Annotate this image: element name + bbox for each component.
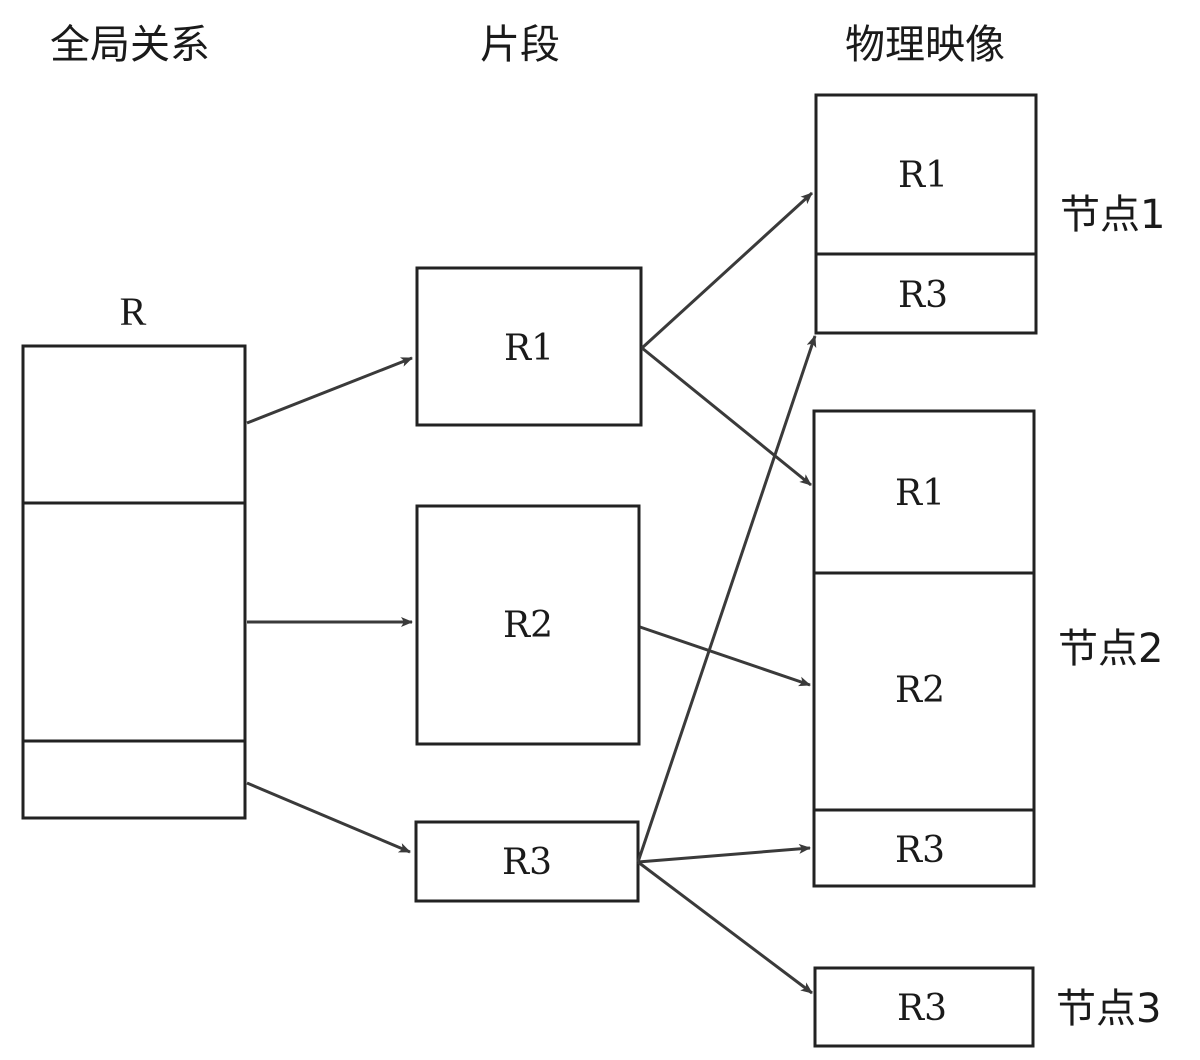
node-2-fragment-r3: R3 — [895, 830, 945, 871]
fragment-r2-label: R2 — [503, 605, 553, 646]
arrow-r1-to-node1 — [640, 191, 814, 350]
node-2-box — [812, 409, 1036, 888]
fragment-r3-label: R3 — [502, 842, 552, 883]
heading-fragments: 片段 — [480, 22, 560, 68]
arrow-r3-to-node1 — [636, 335, 817, 863]
global-relation-label: R — [120, 289, 147, 334]
heading-physical-image: 物理映像 — [845, 22, 1005, 68]
node-1-fragment-r1: R1 — [898, 155, 948, 196]
arrow-r3-to-node2 — [637, 843, 811, 864]
node-1-fragment-r3: R3 — [898, 275, 948, 316]
arrow-r-to-r1 — [246, 356, 413, 425]
node-2: R1 R2 R3 节点2 — [812, 409, 1163, 888]
node-2-label: 节点2 — [1058, 626, 1163, 672]
arrow-r2-to-node2 — [639, 625, 811, 687]
fragment-r1: R1 — [415, 266, 643, 427]
arrow-r-to-r3 — [246, 781, 411, 854]
heading-global-relation: 全局关系 — [50, 22, 210, 68]
node-2-fragment-r2: R2 — [895, 670, 945, 711]
global-relation-box — [21, 344, 247, 820]
fragment-r2-box — [415, 504, 641, 746]
node-1-label: 节点1 — [1060, 192, 1165, 238]
node-1: R1 R3 节点1 — [814, 93, 1165, 335]
fragment-r3: R3 — [414, 820, 640, 903]
node-3: R3 节点3 — [813, 966, 1161, 1048]
fragment-r3-box — [414, 820, 640, 903]
arrow-r3-to-node3 — [637, 860, 813, 995]
node-3-box — [813, 966, 1035, 1048]
fragment-r2: R2 — [415, 504, 641, 746]
global-relation-outline — [21, 344, 247, 820]
node-3-label: 节点3 — [1056, 986, 1161, 1032]
node-3-fragment-r3: R3 — [897, 988, 947, 1029]
node-2-fragment-r1: R1 — [895, 473, 945, 514]
fragment-r1-label: R1 — [504, 328, 554, 369]
node-1-box — [814, 93, 1038, 335]
fragment-r1-box — [415, 266, 643, 427]
arrow-r1-to-node2 — [641, 346, 812, 487]
